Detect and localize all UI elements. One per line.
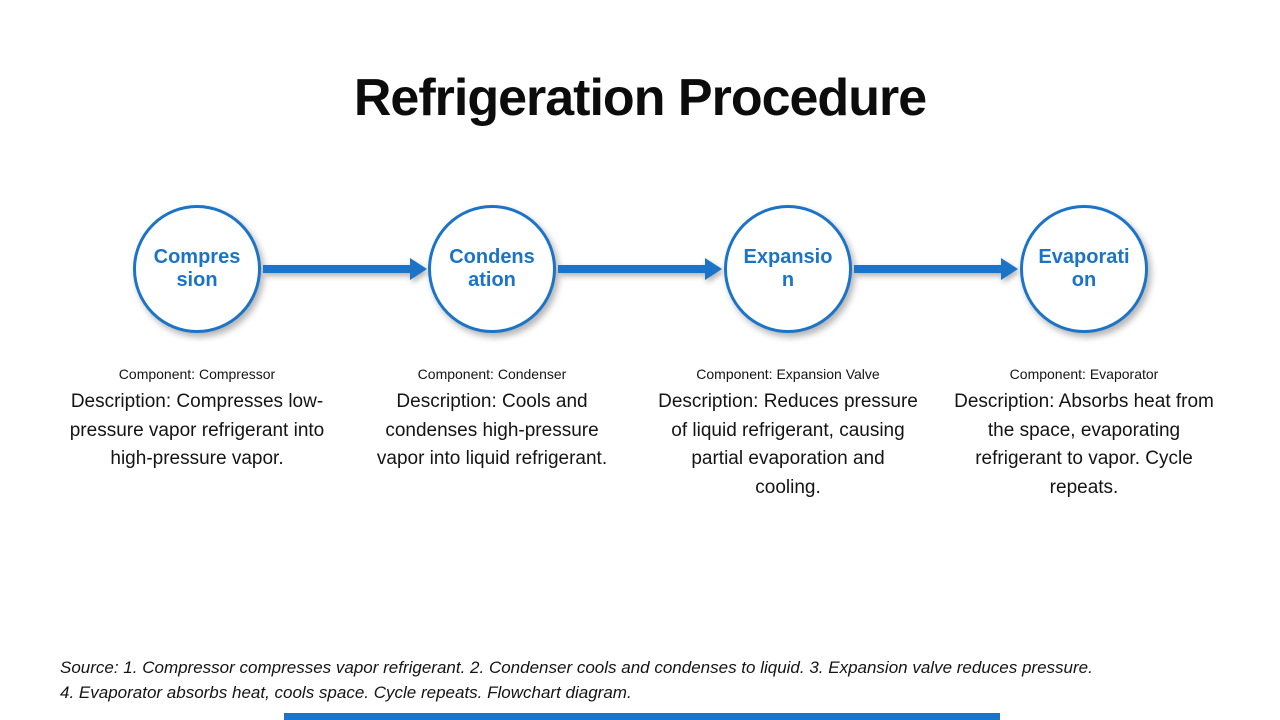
- flow-node-evaporation: Evaporation: [1020, 205, 1148, 333]
- arrow-right-icon: [1001, 258, 1018, 280]
- component-label: Component: Expansion Valve: [696, 366, 880, 382]
- step-detail-evaporation: Component: Evaporator Description: Absor…: [954, 366, 1214, 502]
- arrow-right-icon: [410, 258, 427, 280]
- flow-node-label: Condensation: [449, 246, 535, 291]
- arrow-shaft: [558, 265, 705, 273]
- component-label: Component: Compressor: [118, 366, 276, 382]
- description-text: Description: Reduces pressure of liquid …: [658, 391, 918, 498]
- description-text: Description: Compresses low-pressure vap…: [69, 391, 325, 469]
- footer-accent-bar: [284, 713, 1000, 720]
- step-detail-expansion: Component: Expansion Valve Description: …: [658, 366, 918, 502]
- description-text: Description: Cools and condenses high-pr…: [376, 391, 608, 469]
- flow-node-condensation: Condensation: [428, 205, 556, 333]
- source-note: Source: 1. Compressor compresses vapor r…: [60, 658, 1093, 702]
- flow-node-label: Evaporation: [1038, 246, 1130, 291]
- step-detail-compression: Component: Compressor Description: Compr…: [67, 366, 327, 474]
- component-label: Component: Condenser: [417, 366, 567, 382]
- flow-arrow-2: [558, 258, 722, 280]
- flow-arrow-1: [263, 258, 427, 280]
- flow-node-compression: Compression: [133, 205, 261, 333]
- flow-node-expansion: Expansion: [724, 205, 852, 333]
- component-label: Component: Evaporator: [1009, 366, 1159, 382]
- arrow-shaft: [263, 265, 410, 273]
- step-detail-condensation: Component: Condenser Description: Cools …: [362, 366, 622, 474]
- page-title: Refrigeration Procedure: [353, 69, 927, 127]
- flow-arrow-3: [854, 258, 1018, 280]
- flow-node-label: Expansion: [743, 246, 833, 291]
- description-text: Description: Absorbs heat from the space…: [954, 391, 1214, 498]
- arrow-right-icon: [705, 258, 722, 280]
- arrow-shaft: [854, 265, 1001, 273]
- flow-node-label: Compression: [153, 246, 241, 291]
